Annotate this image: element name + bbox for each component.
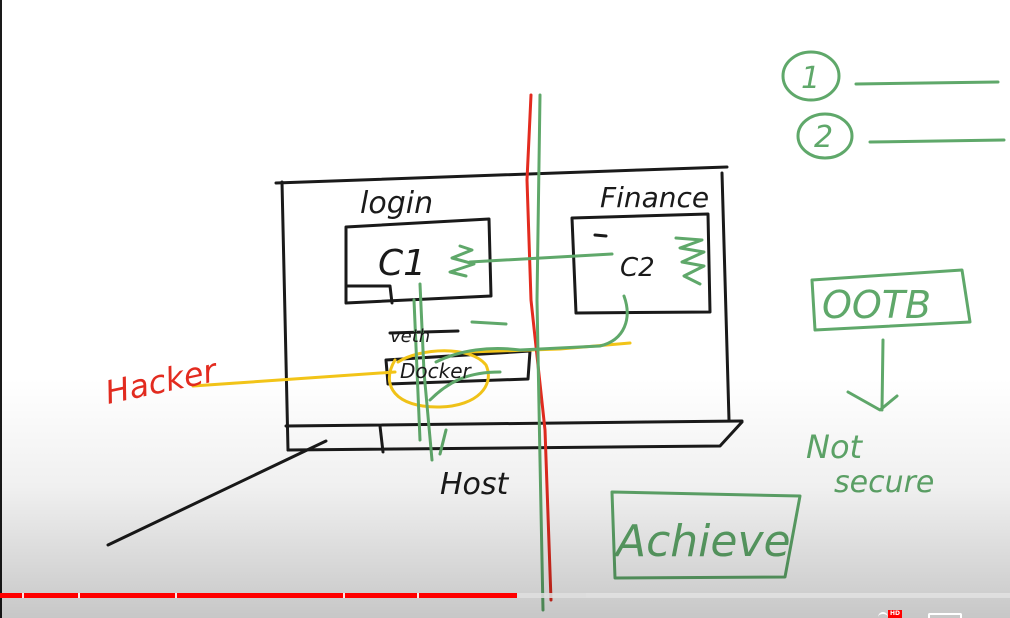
veth-label: veth (390, 326, 430, 347)
host-label: Host (440, 467, 510, 502)
c2-container-box (570, 212, 712, 315)
login-label: login (360, 186, 433, 221)
list-item-2-label: 2 (814, 120, 833, 155)
chapter-marker (174, 593, 177, 598)
list-item-1-label: 1 (801, 61, 820, 96)
docker-box (384, 329, 532, 386)
chapter-marker (22, 593, 25, 598)
green-annotations (412, 50, 1006, 612)
finance-label: Finance (600, 181, 709, 214)
video-progress-bar[interactable] (0, 593, 1010, 598)
chapter-marker (77, 593, 80, 598)
chapter-marker (343, 593, 346, 598)
red-divider-line (525, 93, 553, 602)
not-secure-line2: secure (834, 465, 934, 500)
c1-container-box (344, 217, 493, 305)
miniplayer-icon[interactable] (928, 613, 962, 618)
player-controls (0, 600, 1010, 618)
ootb-label: OOTB (822, 283, 931, 327)
hd-badge: HD (888, 610, 903, 618)
c1-label: C1 (378, 243, 426, 284)
not-secure-line1: Not (806, 428, 864, 466)
docker-label: Docker (400, 359, 473, 383)
c2-label: C2 (620, 253, 655, 283)
progress-played (0, 593, 518, 598)
settings-gear-icon[interactable] (878, 612, 888, 618)
frame-edge (0, 0, 2, 618)
achieve-label: Achieve (613, 516, 791, 567)
hacker-label: Hacker (102, 351, 222, 412)
chapter-marker (417, 593, 420, 598)
